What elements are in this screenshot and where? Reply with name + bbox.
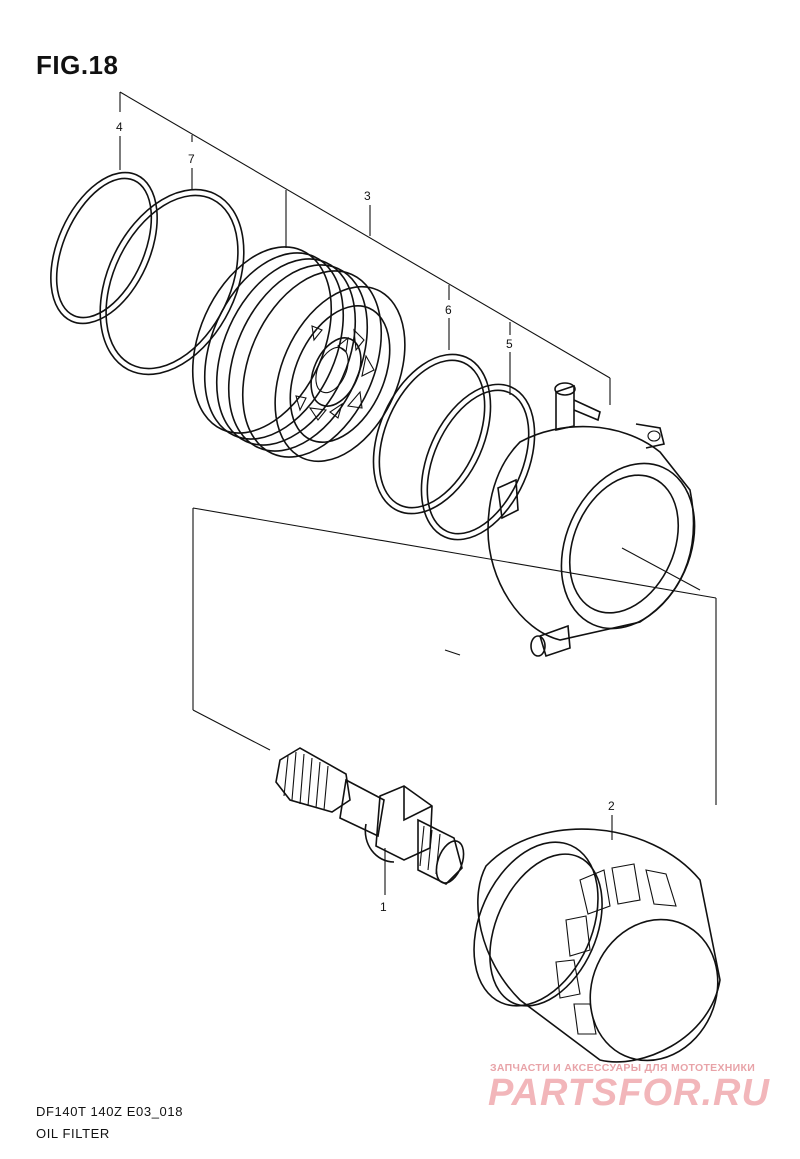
figure-code: DF140T 140Z E03_018 bbox=[36, 1104, 184, 1119]
callout-1: 1 bbox=[380, 900, 387, 914]
callout-2: 2 bbox=[608, 799, 615, 813]
part-3-oil-cooler bbox=[191, 246, 406, 463]
callout-6: 6 bbox=[445, 303, 452, 317]
callout-4: 4 bbox=[116, 120, 123, 134]
part-2-oil-filter bbox=[473, 828, 721, 1063]
figure-title: FIG.18 bbox=[36, 50, 119, 80]
callout-3: 3 bbox=[364, 189, 371, 203]
cooler-housing bbox=[487, 382, 696, 658]
callout-7: 7 bbox=[188, 152, 195, 166]
part-4-o-ring bbox=[50, 171, 158, 325]
part-6-o-ring bbox=[372, 353, 492, 515]
callout-labels: 4 7 3 6 5 2 1 bbox=[116, 120, 615, 914]
callout-5: 5 bbox=[506, 337, 513, 351]
part-1-stud bbox=[275, 747, 465, 885]
leader-lines bbox=[119, 91, 717, 895]
part-5-o-ring bbox=[420, 383, 536, 541]
watermark-logo: PARTSFOR.RU bbox=[488, 1072, 770, 1114]
watermark-tagline: ЗАПЧАСТИ И АКСЕССУАРЫ ДЛЯ МОТОТЕХНИКИ bbox=[490, 1062, 756, 1074]
figure-name: OIL FILTER bbox=[36, 1126, 110, 1141]
